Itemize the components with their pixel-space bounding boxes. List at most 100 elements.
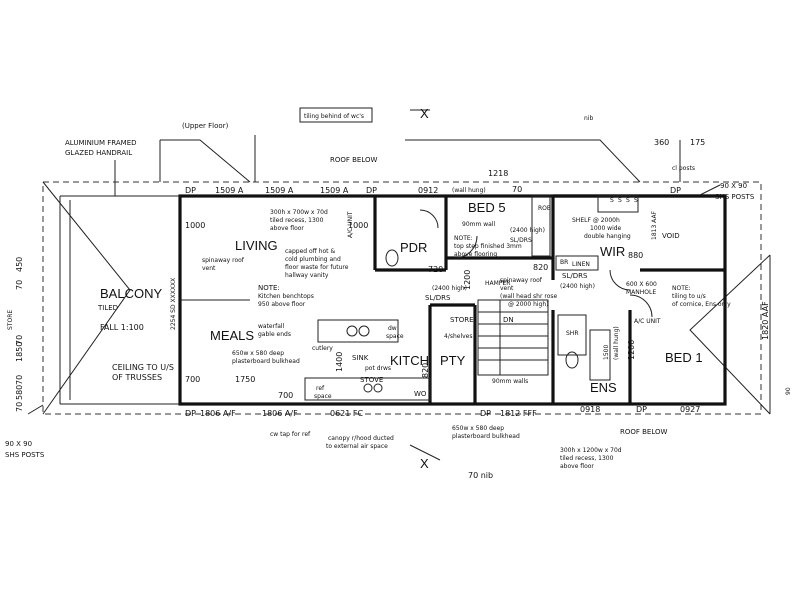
dim-left-1850: 1850 bbox=[15, 342, 24, 362]
leader-shs-right bbox=[699, 184, 721, 196]
note-bulkhead-4: plasterboard bulkhead bbox=[452, 433, 520, 440]
cooktop-burner-2 bbox=[373, 383, 383, 393]
note-waterfall-1: waterfall bbox=[258, 323, 285, 330]
note-canopy-2: to external air space bbox=[326, 443, 388, 450]
dim-1812fff: 1812 FFF bbox=[500, 409, 537, 418]
room-label-linen: LINEN bbox=[572, 261, 590, 268]
sink-bowl-1 bbox=[346, 325, 358, 337]
ens-shower bbox=[557, 314, 587, 356]
note-recess-bottom-1: 300h x 1200w x 70d bbox=[560, 447, 622, 454]
dim-dp-1: DP bbox=[185, 186, 196, 195]
roof-outline-upper-right bbox=[405, 139, 641, 183]
room-label-store: STORE bbox=[450, 316, 474, 324]
bed5-robe bbox=[531, 195, 551, 257]
note-capped-3: floor waste for future bbox=[285, 264, 349, 271]
note-recess-top-1: 300h x 700w x 70d bbox=[270, 209, 328, 216]
note-aluminium-1: ALUMINIUM FRAMED bbox=[65, 139, 137, 147]
dim-wall-hung-v: (wall hung) bbox=[613, 326, 620, 360]
tiling-note-box bbox=[299, 107, 373, 123]
dim-0918: 0918 bbox=[580, 405, 600, 414]
room-label-living: LIVING bbox=[235, 238, 278, 253]
note-recess-bottom-2: tiled recess, 1300 bbox=[560, 455, 614, 462]
dim-1200-b: 1200 bbox=[627, 340, 636, 360]
dim-70: 70 bbox=[512, 185, 522, 194]
note-capped-4: hallway vanity bbox=[285, 272, 329, 279]
note-shelf: SHELF @ 2000h bbox=[572, 217, 620, 224]
kitchen-bench bbox=[304, 377, 431, 401]
dim-1820aaf: 1820 AAF bbox=[761, 301, 770, 340]
dim-1500: 1500 bbox=[603, 345, 610, 360]
note-shs-left-2: SHS POSTS bbox=[5, 451, 45, 459]
note-pot-drws: pot drws bbox=[365, 365, 391, 372]
room-label-br: BR bbox=[560, 259, 568, 266]
dim-2254: 2254 SD XXXXXX bbox=[170, 278, 177, 330]
door-swing-bed5 bbox=[454, 235, 478, 259]
note-wall-head-2: @ 2000 high) bbox=[508, 301, 549, 308]
ceiling-note-2: OF TRUSSES bbox=[112, 373, 162, 382]
note-sldrs-bed5b: SL/DRS bbox=[510, 237, 532, 244]
note-shs-right-1: 90 X 90 bbox=[720, 182, 747, 190]
room-label-wir: WIR bbox=[600, 244, 625, 259]
note-90mm-walls: 90mm walls bbox=[492, 378, 528, 385]
dim-dp-2: DP bbox=[366, 186, 377, 195]
dim-1200: 1200 bbox=[463, 270, 472, 290]
note-wall-head-1: (wall head shr rose bbox=[500, 293, 557, 300]
dim-1813: 1813 AAF bbox=[651, 210, 658, 240]
section-x-top: X bbox=[420, 106, 429, 121]
kitchen-island bbox=[317, 319, 399, 343]
stair-dn: DN bbox=[503, 316, 514, 324]
dim-820-a: 820 bbox=[533, 263, 548, 272]
dim-left-70b: 70 bbox=[15, 335, 24, 345]
door-swing-bed1 bbox=[629, 294, 653, 318]
note-shs-left-1: 90 X 90 bbox=[5, 440, 32, 448]
dim-wall-edge: 90 bbox=[785, 387, 792, 395]
note-bulkhead-3: 650w x 580 deep bbox=[452, 425, 504, 432]
dim-s-4: S bbox=[634, 197, 638, 204]
note-spinaway-living-1: spinaway roof bbox=[202, 257, 245, 264]
dim-dp-3: DP bbox=[670, 186, 681, 195]
dim-s-1: S bbox=[610, 197, 614, 204]
note-stove: STOVE bbox=[360, 376, 383, 384]
note-wall-hung: (wall hung) bbox=[452, 187, 486, 194]
note-recess-top-2: tiled recess, 1300 bbox=[270, 217, 324, 224]
note-dw-space-2: space bbox=[386, 333, 404, 340]
room-label-balcony: BALCONY bbox=[100, 286, 162, 301]
dim-700-b: 700 bbox=[278, 391, 293, 400]
note-tiling-cornice-1: NOTE: bbox=[672, 285, 691, 292]
room-label-bed5: BED 5 bbox=[468, 200, 506, 215]
note-bulkhead-1: 650w x 580 deep bbox=[232, 350, 284, 357]
note-sldrs-2b: (2400 high) bbox=[560, 283, 595, 290]
dim-1806af-b: 1806 A/F bbox=[262, 409, 298, 418]
note-shs-right-2: SHS POSTS bbox=[715, 193, 755, 201]
dim-1806af-a: 1806 A/F bbox=[200, 409, 236, 418]
eave-line bbox=[42, 181, 762, 415]
dim-1750: 1750 bbox=[235, 375, 255, 384]
door-swing-pdr bbox=[419, 209, 439, 229]
dim-left-70c: 70 bbox=[15, 375, 24, 385]
dim-175: 175 bbox=[690, 138, 705, 147]
note-capped-1: capped off hot & bbox=[285, 248, 335, 255]
note-sldrs-2: SL/DRS bbox=[562, 272, 588, 280]
room-label-bed1: BED 1 bbox=[665, 350, 703, 365]
ens-vanity bbox=[589, 329, 611, 381]
dim-dp-b1: DP bbox=[185, 409, 196, 418]
dim-s-3: S bbox=[626, 197, 630, 204]
note-kitchen-3: 950 above floor bbox=[258, 301, 306, 308]
linen-cupboard bbox=[555, 255, 599, 271]
room-label-pty: PTY bbox=[440, 353, 466, 368]
balcony-fall: FALL 1:100 bbox=[100, 323, 144, 332]
note-step-title: NOTE: bbox=[454, 235, 473, 242]
pdr-toilet bbox=[385, 249, 399, 267]
dim-720: 720 bbox=[428, 265, 443, 274]
cooktop-burner-1 bbox=[363, 383, 373, 393]
note-90-wall: 90mm wall bbox=[462, 221, 495, 228]
dim-700-a: 700 bbox=[185, 375, 200, 384]
dim-left-70a: 70 bbox=[15, 280, 24, 290]
dim-360: 360 bbox=[654, 138, 669, 147]
room-label-ens: ENS bbox=[590, 380, 617, 395]
dim-nib-top: nib bbox=[584, 115, 593, 122]
dim-0912: 0912 bbox=[418, 186, 438, 195]
dim-1000-a: 1000 bbox=[185, 221, 205, 230]
bed1-roof-hip bbox=[689, 254, 771, 415]
